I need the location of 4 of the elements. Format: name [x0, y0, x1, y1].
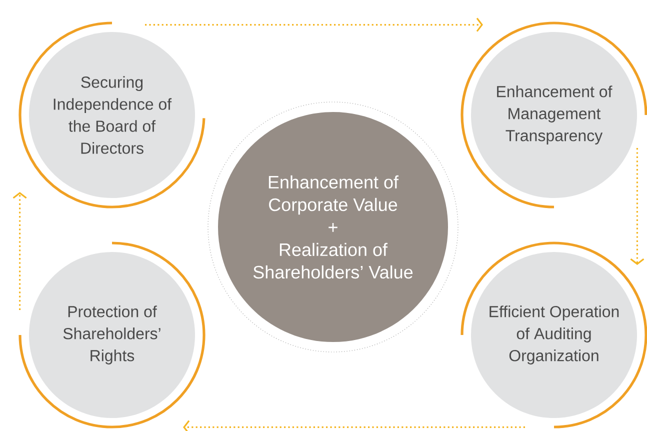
arrow: [145, 18, 483, 32]
arrow: [630, 148, 644, 265]
arrow: [12, 192, 27, 310]
arrow: [183, 420, 525, 431]
